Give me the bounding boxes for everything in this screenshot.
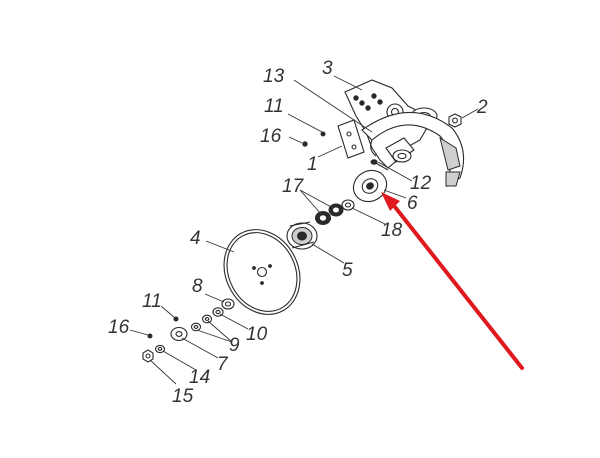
callout-8: 8 [192, 276, 203, 297]
callout-12: 14 [189, 367, 210, 388]
callout-15: 15 [172, 386, 194, 407]
part-7-cap [170, 326, 188, 342]
part-16-pin-upper [302, 141, 308, 147]
callout-9: 9 [229, 335, 240, 356]
part-14-scraper-arc [361, 111, 465, 188]
part-15-nut [142, 349, 154, 363]
callout-18: 18 [381, 220, 403, 241]
callout-13: 12 [410, 173, 432, 194]
part-18-washer [341, 199, 355, 211]
callout-7: 7 [217, 354, 229, 375]
part-8-washer [221, 298, 235, 310]
red-highlight-arrow [381, 192, 524, 370]
callout-2: 2 [476, 97, 488, 118]
callout-14: 13 [263, 66, 285, 87]
part-6-flange [352, 169, 388, 203]
part-11-pin-upper [320, 131, 326, 137]
leader-lines [129, 75, 479, 385]
callout-11-lower: 11 [142, 291, 162, 312]
callout-1: 1 [307, 154, 318, 175]
part-13-bolt [370, 159, 389, 171]
part-9-washers [190, 314, 213, 332]
callout-labels: 3 13 11 16 1 2 12 6 17 18 4 5 8 10 9 7 1… [108, 58, 488, 407]
callout-11-upper: 11 [264, 96, 284, 117]
callout-16-upper: 16 [260, 126, 282, 147]
callout-10: 10 [246, 324, 268, 345]
callout-16-lower: 16 [108, 317, 130, 338]
part-12-washer [154, 344, 166, 354]
part-5-hub [286, 221, 318, 250]
callout-17: 17 [282, 176, 305, 197]
callout-4: 4 [190, 228, 201, 249]
part-16-pin-lower [147, 333, 153, 339]
part-4-disc [223, 229, 301, 315]
part-17-bearings [315, 203, 344, 225]
callout-5: 5 [342, 260, 353, 281]
callout-3: 3 [322, 58, 333, 79]
callout-6: 6 [407, 193, 418, 214]
part-1-plate [337, 119, 365, 159]
part-2-nut [448, 113, 462, 128]
